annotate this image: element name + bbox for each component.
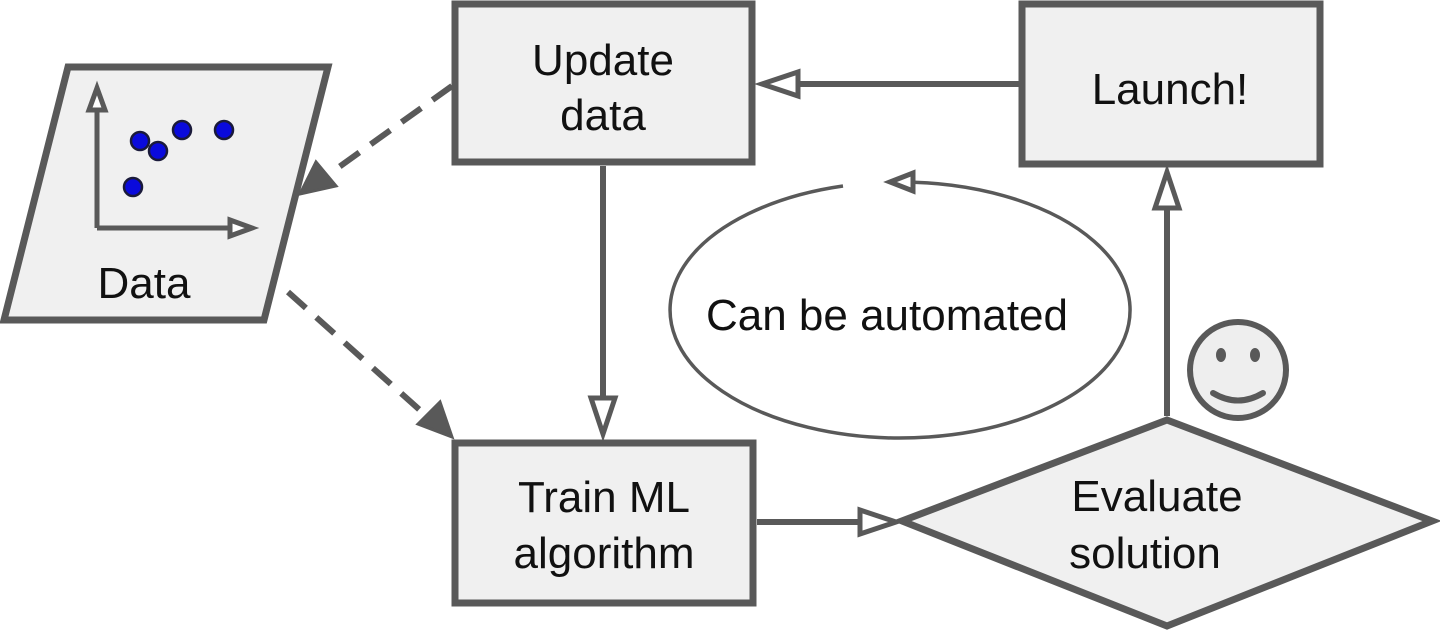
launch-node: Launch! bbox=[1018, 0, 1324, 168]
update-data-label-line2: data bbox=[560, 91, 646, 140]
launch-label: Launch! bbox=[1092, 65, 1249, 114]
scatter-y-arrow bbox=[85, 80, 109, 113]
arrowhead-evaluate-in bbox=[857, 506, 904, 538]
smiley-right-eye bbox=[1250, 348, 1260, 362]
automation-loop bbox=[668, 180, 1132, 440]
smiley-face bbox=[1187, 319, 1289, 421]
train-ml-label-line1: Train ML bbox=[518, 473, 690, 522]
scatter-dot bbox=[213, 119, 235, 141]
train-ml-label-line2: algorithm bbox=[514, 529, 695, 578]
data-node: Data bbox=[0, 63, 333, 324]
arrowhead-launch-in bbox=[1151, 164, 1183, 211]
train-ml-box bbox=[451, 439, 757, 607]
arrowhead-data-in bbox=[297, 159, 339, 197]
edge-update-to-data bbox=[330, 83, 454, 175]
scatter-dot bbox=[147, 140, 169, 162]
scatter-dot bbox=[171, 119, 193, 141]
update-data-node: Update data bbox=[451, 0, 756, 166]
arrowhead-update-in bbox=[754, 68, 801, 100]
scatter-plot-icon bbox=[85, 80, 260, 240]
loop-label: Can be automated bbox=[706, 291, 1068, 340]
loop-arrowhead bbox=[883, 169, 916, 195]
launch-box bbox=[1018, 0, 1324, 168]
edge-data-to-train bbox=[285, 289, 425, 415]
data-parallelogram bbox=[0, 63, 333, 324]
evaluate-diamond bbox=[892, 416, 1440, 630]
smiley-mouth bbox=[1210, 390, 1266, 404]
scatter-x-arrow bbox=[227, 216, 260, 240]
data-label: Data bbox=[98, 259, 191, 308]
evaluate-label-line1: Evaluate bbox=[1071, 472, 1242, 521]
update-data-label-line1: Update bbox=[532, 36, 674, 85]
arrowhead-train-dashed-in bbox=[415, 399, 455, 440]
arrowhead-train-in bbox=[587, 395, 619, 442]
evaluate-node: Evaluate solution bbox=[892, 416, 1440, 630]
evaluate-label-line2: solution bbox=[1069, 529, 1221, 578]
scatter-dot bbox=[129, 130, 151, 152]
smiley-left-eye bbox=[1216, 348, 1226, 362]
train-ml-node: Train ML algorithm bbox=[451, 439, 757, 607]
scatter-dot bbox=[122, 176, 144, 198]
smiley-icon bbox=[1187, 319, 1289, 421]
update-data-box bbox=[451, 0, 756, 166]
